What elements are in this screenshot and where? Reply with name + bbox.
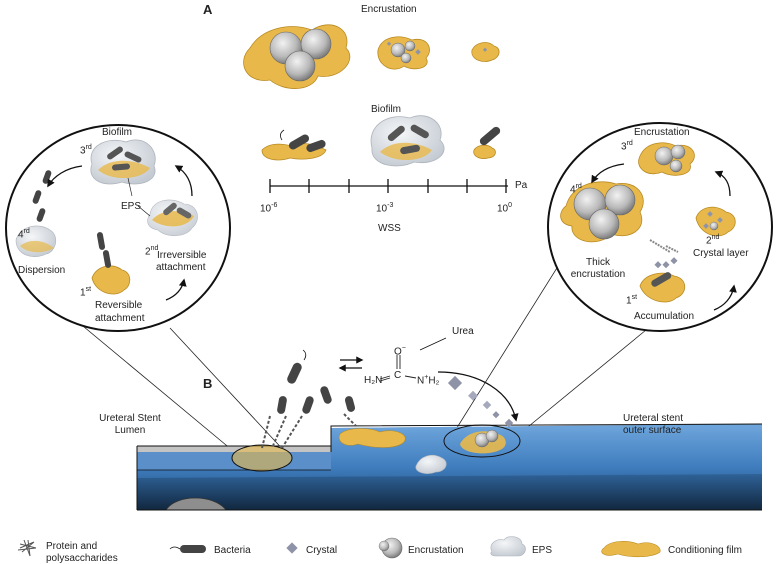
accumulation-label: Accumulation [634,311,695,322]
encrustation-large [243,24,351,89]
biofilm-single-bacterium [473,126,501,159]
lumen-line2: Lumen [114,425,146,436]
outer-line2: outer surface [623,425,682,436]
wss-axis [269,179,508,193]
encrustation-small [471,42,500,62]
legend-protein-line2: polysaccharides [46,553,118,564]
biofilm-large [370,115,445,167]
conditioning-film-icon [601,541,661,558]
legend-encrustation: Encrustation [408,545,464,556]
biofilm-small-shear [261,129,327,161]
ordinal-4-left: 4rd [18,228,30,241]
panel-label-b: B [203,376,213,391]
free-bacteria [261,349,357,449]
tick-label-mid: 10-3 [376,202,394,215]
right-circle-title: Encrustation [634,127,690,138]
urea-label: Urea [452,326,474,337]
legend-crystal: Crystal [306,545,338,556]
ordinal-2-right: 2nd [706,234,720,247]
irreversible-line2: attachment [156,262,206,273]
reversible-line1: Reversible [95,300,143,311]
crystal-icon [286,542,298,554]
left-circle-title: Biofilm [102,127,133,138]
ureteral-stent [136,423,763,511]
dispersion-label: Dispersion [18,265,66,276]
eps-icon [490,536,526,557]
legend-eps: EPS [532,545,553,556]
urea-carbon: C [394,370,402,381]
lumen-line1: Ureteral Stent [99,413,161,424]
legend-conditioning-film: Conditioning film [668,545,742,556]
ordinal-1-left: 1st [80,286,92,299]
ordinal-2-left: 2nd [145,245,159,258]
crystals-falling [437,371,519,428]
right-circle [547,122,773,332]
protein-icon [17,539,37,557]
thick-line1: Thick [586,257,610,268]
bacteria-icon [169,545,206,553]
legend-bacteria: Bacteria [214,545,251,556]
legend-protein-line1: Protein and [46,541,98,552]
axis-unit: Pa [515,180,528,191]
urea-oxygen: O− [394,345,406,358]
panel-label-a: A [203,2,213,17]
urea-bonds [379,355,417,382]
ordinal-4-right: 4rd [570,183,582,196]
urea-h2n: H₂N [364,375,383,386]
tick-label-low: 10-6 [260,202,278,215]
irreversible-line1: Irreversible [157,250,207,261]
thick-line2: encrustation [570,269,626,280]
encrustation-title: Encrustation [361,4,417,15]
equilibrium-arrows [338,337,447,372]
axis-label: WSS [378,223,401,234]
outer-line1: Ureteral stent [623,413,684,424]
left-circle [5,124,231,332]
ordinal-1-right: 1st [626,294,638,307]
encrustation-icon [378,537,403,559]
crystal-layer-label: Crystal layer [693,248,749,259]
urea-nitrogen: N+H₂ [417,374,440,387]
ordinal-3-right: 3rd [621,140,633,153]
tick-label-high: 100 [497,202,513,215]
encrustation-medium [377,36,430,70]
biofilm-title: Biofilm [371,104,402,115]
legend-icons [17,536,661,559]
ordinal-3-left: 3rd [80,144,92,157]
reversible-line2: attachment [95,313,145,324]
eps-label: EPS [121,201,142,212]
